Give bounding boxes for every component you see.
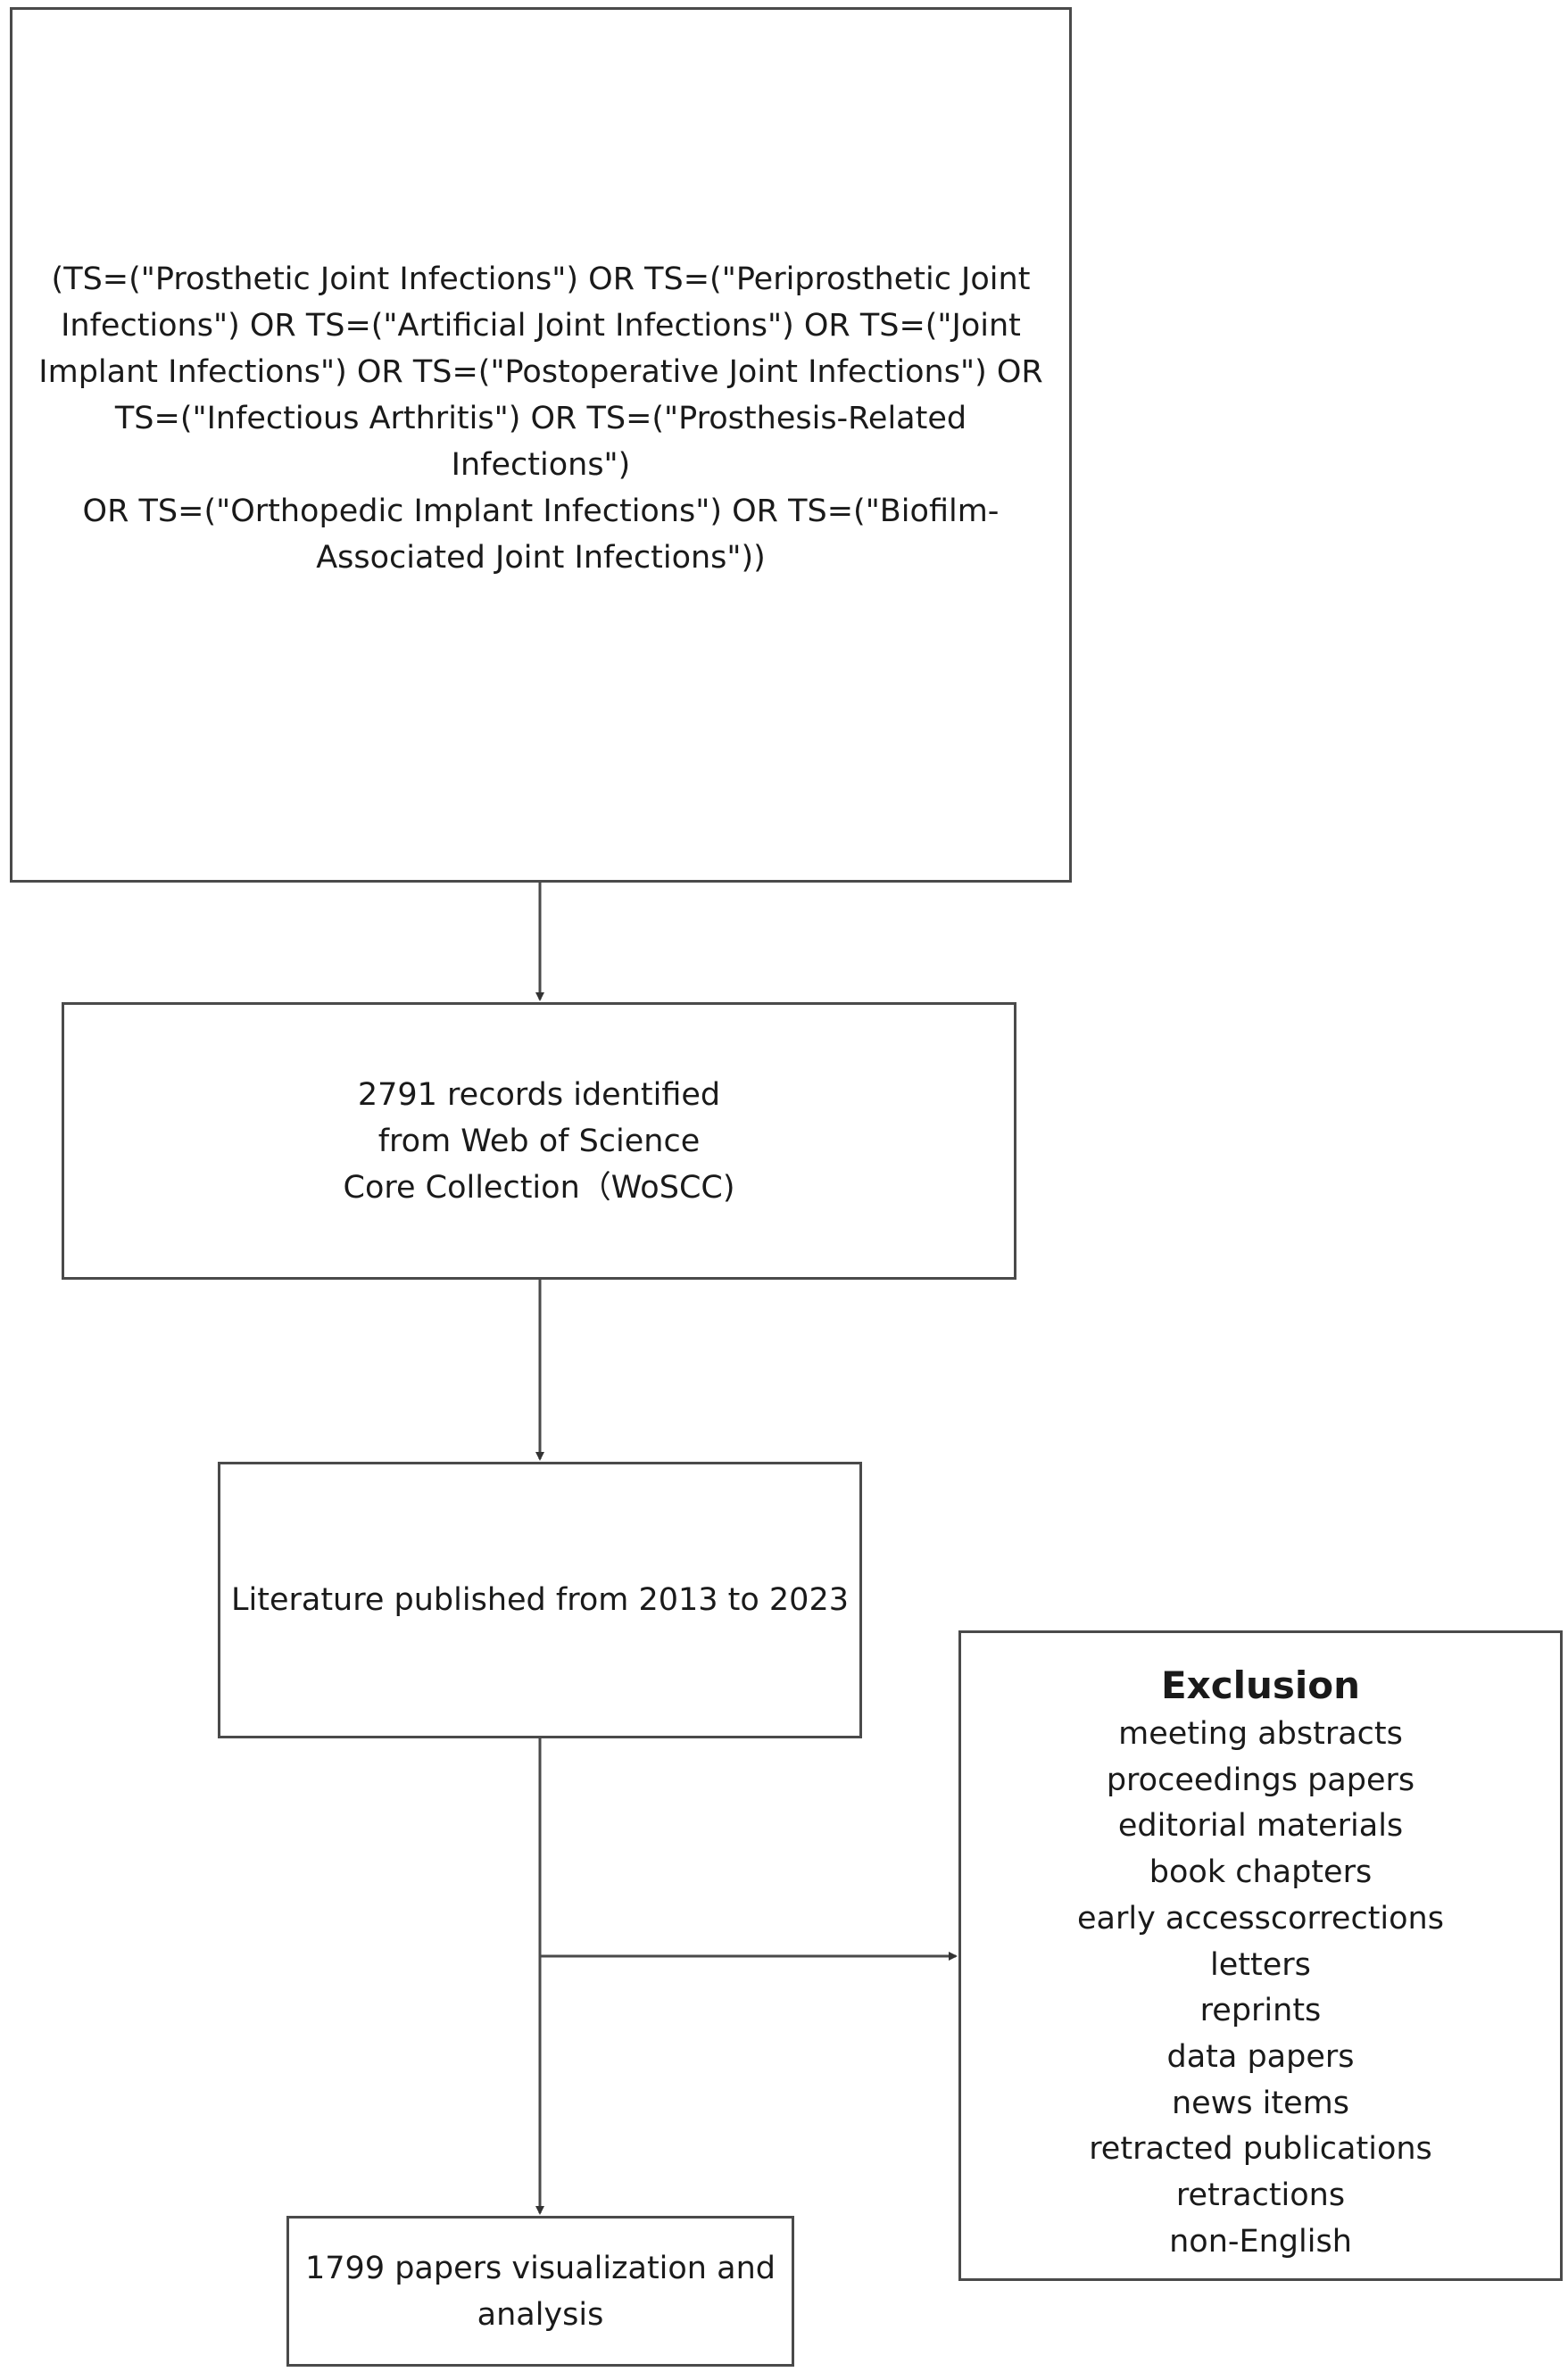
exclusion-item: editorial materials bbox=[1117, 1808, 1404, 1845]
exclusion-list: meeting abstracts proceedings papers edi… bbox=[1077, 1712, 1444, 2265]
exclusion-title: Exclusion bbox=[1160, 1663, 1361, 1707]
exclusion-box: Exclusion meeting abstracts proceedings … bbox=[958, 1630, 1563, 2281]
exclusion-item: meeting abstracts bbox=[1118, 1716, 1403, 1752]
exclusion-item: book chapters bbox=[1149, 1854, 1373, 1891]
date-range-box: Literature published from 2013 to 2023 bbox=[218, 1462, 862, 1738]
search-query-text: (TS=("Prosthetic Joint Infections") OR T… bbox=[38, 261, 1043, 576]
records-identified-text: 2791 records identified from Web of Scie… bbox=[343, 1076, 735, 1206]
records-identified-box: 2791 records identified from Web of Scie… bbox=[62, 1002, 1016, 1280]
exclusion-item: news items bbox=[1171, 2085, 1349, 2121]
exclusion-item: proceedings papers bbox=[1106, 1762, 1415, 1798]
exclusion-item: non-English bbox=[1169, 2223, 1352, 2260]
exclusion-item: early accesscorrections bbox=[1077, 1900, 1444, 1937]
final-papers-text: 1799 papers visualization and analysis bbox=[305, 2250, 776, 2333]
exclusion-item: letters bbox=[1210, 1946, 1311, 1983]
final-papers-box: 1799 papers visualization and analysis bbox=[286, 2216, 794, 2367]
exclusion-item: data papers bbox=[1166, 2038, 1355, 2075]
search-query-box: (TS=("Prosthetic Joint Infections") OR T… bbox=[10, 7, 1072, 883]
exclusion-item: retracted publications bbox=[1089, 2131, 1432, 2168]
date-range-text: Literature published from 2013 to 2023 bbox=[231, 1582, 849, 1618]
exclusion-item: retractions bbox=[1175, 2177, 1346, 2214]
exclusion-item: reprints bbox=[1199, 1993, 1322, 2029]
